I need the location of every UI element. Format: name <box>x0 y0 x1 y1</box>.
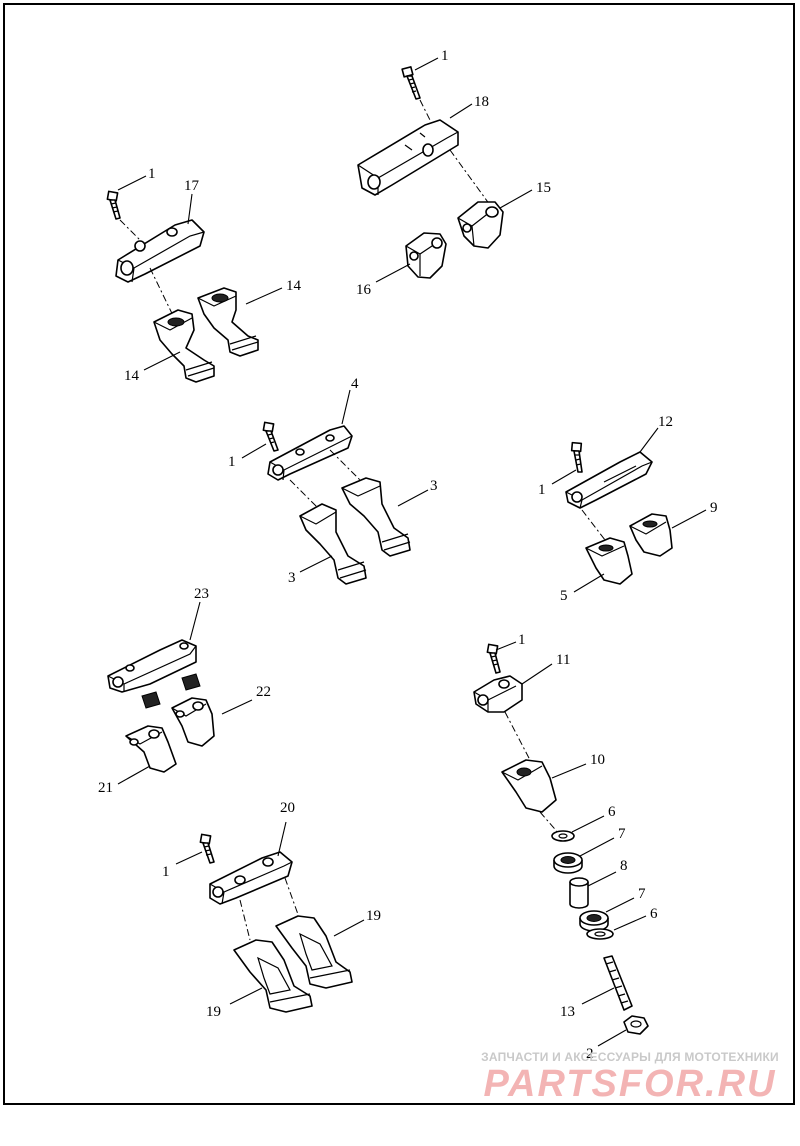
callout-4: 4 <box>351 376 359 392</box>
riser-part-16 <box>405 232 447 279</box>
callout-2: 2 <box>586 1046 594 1062</box>
callout-6: 6 <box>650 906 658 922</box>
riser-part-22 <box>171 697 215 747</box>
clamp-part-23 <box>107 639 197 693</box>
screw-part-1 <box>106 190 121 220</box>
callout-9: 9 <box>710 500 718 516</box>
callout-6: 6 <box>608 804 616 820</box>
riser-part-14-rear <box>197 287 259 357</box>
clamp-part-11 <box>473 675 523 713</box>
clamp-part-20 <box>209 851 293 905</box>
watermark: ЗАПЧАСТИ И АКСЕССУАРЫ ДЛЯ МОТОТЕХНИКИ PA… <box>480 1050 780 1104</box>
callout-7: 7 <box>638 886 646 902</box>
assembly-group-12 <box>565 441 673 585</box>
callout-1: 1 <box>228 454 236 470</box>
riser-part-14-front <box>153 309 215 383</box>
riser-part-3-rear <box>341 477 411 557</box>
clamp-part-4 <box>267 425 353 481</box>
assembly-group-11 <box>473 643 649 1035</box>
watermark-brand-logo: PARTSFOR.RU <box>483 1063 777 1105</box>
callout-17: 17 <box>184 178 200 194</box>
nut-part-2 <box>623 1015 649 1035</box>
riser-part-5 <box>585 537 633 585</box>
callout-1: 1 <box>162 864 170 880</box>
bushing-part-7-top <box>553 852 583 874</box>
callout-10: 10 <box>590 752 605 768</box>
assembly-group-4 <box>262 421 411 585</box>
callout-20: 20 <box>280 800 295 816</box>
callout-1: 1 <box>148 166 156 182</box>
screw-part-1 <box>486 643 501 674</box>
callout-16: 16 <box>356 282 372 298</box>
riser-part-15 <box>457 201 504 249</box>
callout-22: 22 <box>256 684 271 700</box>
riser-part-3-front <box>299 503 367 585</box>
bushing-part-7-bottom <box>579 910 609 932</box>
callout-13: 13 <box>560 1004 575 1020</box>
callout-14: 14 <box>124 368 140 384</box>
callout-12: 12 <box>658 414 673 430</box>
callout-1: 1 <box>441 48 449 64</box>
stud-part-13 <box>603 955 633 1011</box>
diagram-frame <box>3 3 795 1105</box>
callout-5: 5 <box>560 588 568 604</box>
assembly-group-17 <box>106 190 259 383</box>
riser-part-9 <box>629 513 673 557</box>
watermark-tagline: ЗАПЧАСТИ И АКСЕССУАРЫ ДЛЯ МОТОТЕХНИКИ <box>481 1050 779 1064</box>
callout-1: 1 <box>518 632 526 648</box>
leader-lines <box>117 57 707 1047</box>
insert-pair-part-23 <box>141 673 201 709</box>
callout-19: 19 <box>206 1004 221 1020</box>
clamp-part-12 <box>565 451 653 509</box>
spacer-part-8 <box>569 877 589 909</box>
assembly-group-18 <box>357 66 504 279</box>
washer-part-6-bottom <box>586 928 614 940</box>
assembly-group-20 <box>199 833 353 1013</box>
callout-15: 15 <box>536 180 551 196</box>
callout-labels: 1 18 15 16 1 17 14 14 4 1 3 3 12 1 9 5 2… <box>98 48 718 1062</box>
clamp-part-17 <box>115 219 205 283</box>
callout-18: 18 <box>474 94 489 110</box>
clamp-part-18 <box>357 119 459 196</box>
riser-part-19-rear <box>275 915 353 989</box>
callout-7: 7 <box>618 826 626 842</box>
callout-14: 14 <box>286 278 302 294</box>
callout-8: 8 <box>620 858 628 874</box>
callout-3: 3 <box>430 478 438 494</box>
screw-part-1 <box>570 441 583 473</box>
callout-21: 21 <box>98 780 113 796</box>
callout-19: 19 <box>366 908 381 924</box>
callout-23: 23 <box>194 586 209 602</box>
screw-part-1 <box>262 421 279 452</box>
callout-3: 3 <box>288 570 296 586</box>
callout-11: 11 <box>556 652 570 668</box>
callout-1: 1 <box>538 482 546 498</box>
riser-part-10 <box>501 759 557 813</box>
riser-part-21 <box>125 725 177 773</box>
screw-part-1 <box>199 833 215 864</box>
washer-part-6-top <box>551 830 575 842</box>
assembly-group-23 <box>107 639 215 773</box>
screw-part-1 <box>401 66 421 100</box>
riser-part-19-front <box>233 939 313 1013</box>
